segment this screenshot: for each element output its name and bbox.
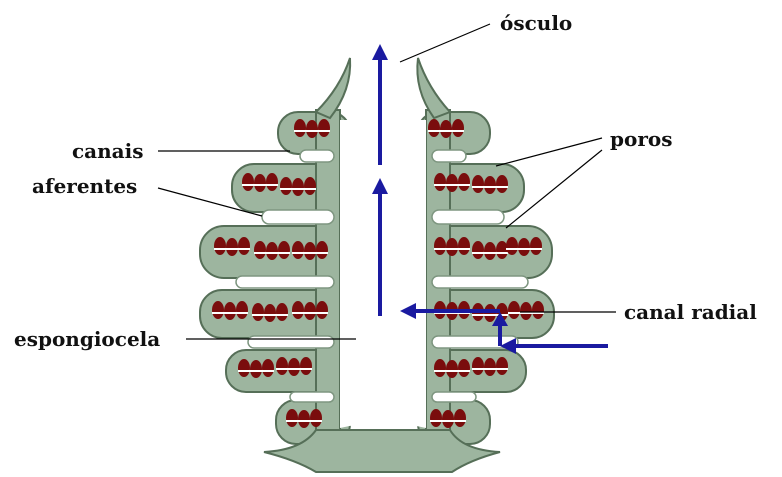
left-canal-4 xyxy=(248,336,334,348)
left-canal-1 xyxy=(300,150,334,162)
label-poros: poros xyxy=(610,127,672,151)
right-canal-1 xyxy=(432,150,466,162)
leader-osculo xyxy=(400,24,490,62)
right-body-wall xyxy=(417,58,554,444)
right-canal-5 xyxy=(432,392,476,402)
label-espongiocela: espongiocela xyxy=(14,327,160,351)
right-canal-2 xyxy=(432,210,504,224)
label-canal-radial: canal radial xyxy=(624,300,757,324)
label-canais: canais xyxy=(72,139,144,163)
left-body-wall xyxy=(200,58,350,444)
left-canal-3 xyxy=(236,276,334,288)
left-canal-2 xyxy=(262,210,334,224)
right-oscular-lip xyxy=(417,58,450,118)
right-canal-3 xyxy=(432,276,528,288)
left-oscular-lip xyxy=(316,58,350,118)
label-osculo: ósculo xyxy=(500,11,572,35)
spongocoel-cavity xyxy=(340,120,426,428)
leader-poros-1 xyxy=(496,138,602,166)
left-canal-5 xyxy=(290,392,334,402)
flow-arrow-up-upper-head xyxy=(372,44,388,60)
label-aferentes: aferentes xyxy=(32,174,137,198)
